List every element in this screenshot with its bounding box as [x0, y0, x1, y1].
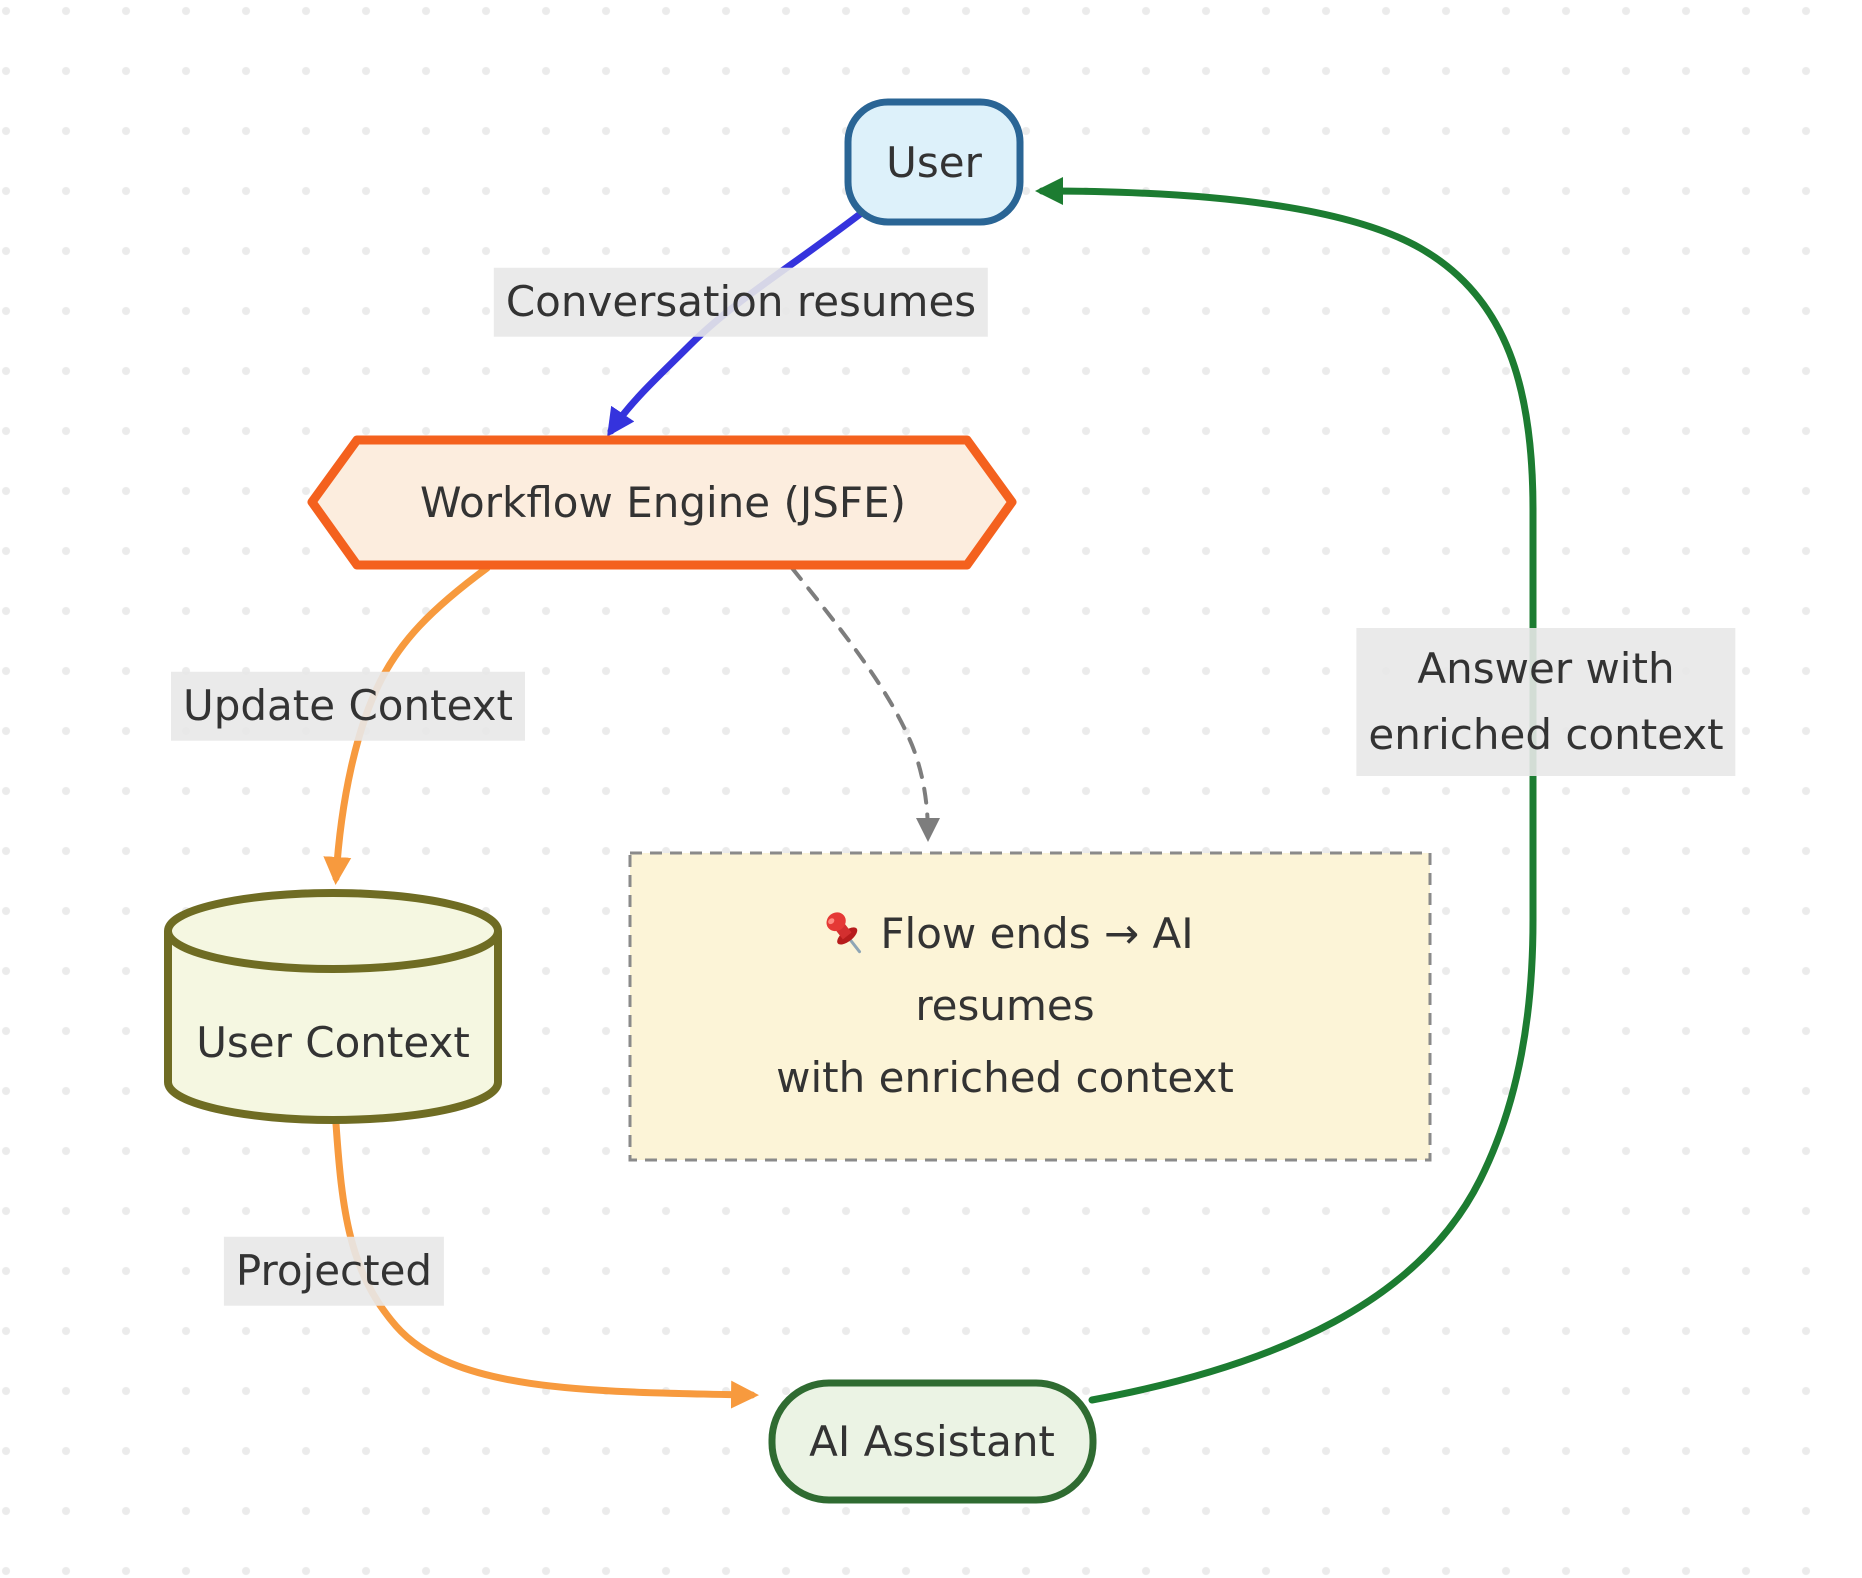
- edge-label-answer-enriched: Answer with enriched context: [1356, 628, 1736, 776]
- node-ai-label: AI Assistant: [809, 1416, 1055, 1466]
- node-workflow-label: Workflow Engine (JSFE): [419, 477, 907, 527]
- node-user-label: User: [886, 137, 982, 187]
- edge-projected: [332, 1120, 759, 1409]
- note-line-1-text: Flow ends → AI: [880, 909, 1194, 958]
- edge-label-update-context: Update Context: [171, 671, 525, 741]
- node-user-context-label: User Context: [196, 1017, 470, 1067]
- edge-label-conversation-resumes: Conversation resumes: [493, 267, 989, 337]
- edge-label-answer-line2: enriched context: [1368, 710, 1724, 759]
- node-user-shape: [844, 98, 1024, 226]
- edge-label-projected: Projected: [223, 1236, 445, 1306]
- node-ai-shape: [768, 1379, 1097, 1504]
- note-line-1: Flow ends → AI: [776, 898, 1234, 970]
- note-box: [628, 851, 1432, 1162]
- pushpin-icon: [826, 912, 862, 954]
- edge-answer-enriched: [1035, 177, 1537, 1404]
- node-workflow-shape: [307, 435, 1017, 570]
- edge-flow-ends-note: [790, 566, 940, 842]
- note-line-3: with enriched context: [776, 1053, 1234, 1102]
- node-user-context-lip: [164, 930, 502, 973]
- edge-label-answer-line1: Answer with: [1417, 644, 1675, 693]
- note-text: Flow ends → AI resumes with enriched con…: [776, 898, 1234, 1114]
- node-user-context-shape: [164, 889, 502, 1124]
- note-line-2: resumes: [915, 981, 1095, 1030]
